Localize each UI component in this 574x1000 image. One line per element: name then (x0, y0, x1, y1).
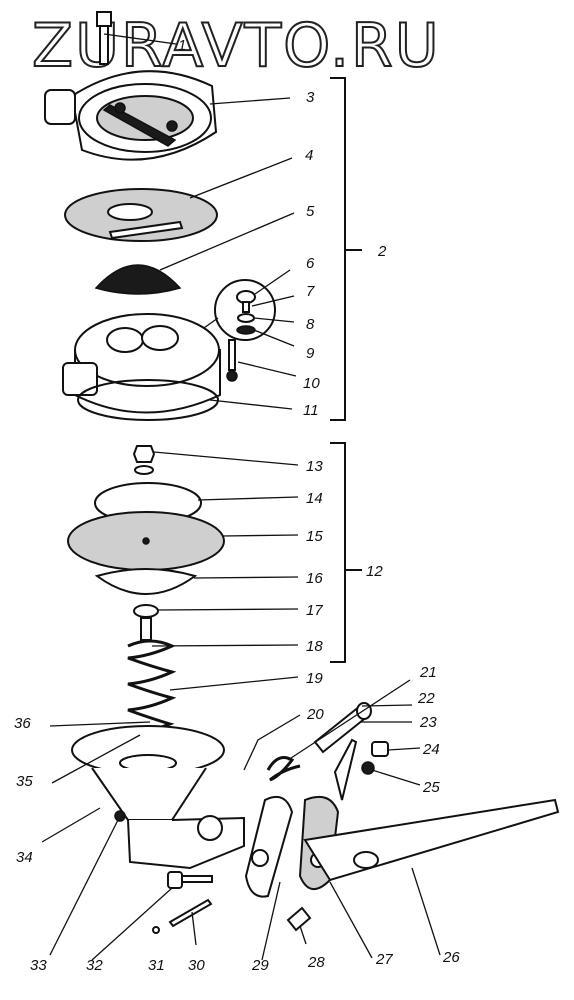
part-27-29-lever-plates (244, 796, 373, 961)
label-19: 19 (306, 670, 323, 687)
label-25: 25 (422, 779, 440, 796)
label-29: 29 (251, 957, 269, 974)
part-16-lower-plate (94, 568, 299, 595)
part-15-diaphragm (67, 511, 299, 571)
part-34-lower-housing (41, 721, 245, 956)
part-3-top-cover (44, 70, 291, 161)
label-17: 17 (306, 602, 323, 619)
label-16: 16 (306, 570, 323, 587)
part-13-nut (132, 445, 299, 475)
label-4: 4 (305, 147, 313, 164)
label-7: 7 (306, 283, 315, 300)
label-10: 10 (303, 375, 320, 392)
callout-labels: 1 2 3 4 5 6 7 8 9 10 11 12 13 14 15 16 1… (14, 37, 460, 974)
part-4-gasket (64, 157, 293, 242)
label-36: 36 (14, 715, 31, 732)
label-14: 14 (306, 490, 323, 507)
label-1: 1 (178, 37, 186, 54)
label-35: 35 (16, 773, 33, 790)
part-18-19-rod-spring (127, 617, 299, 736)
part-24-25-plug (361, 741, 421, 786)
label-13: 13 (306, 458, 323, 475)
label-5: 5 (306, 203, 315, 220)
label-33: 33 (30, 957, 47, 974)
label-21: 21 (419, 664, 437, 681)
bracket-12 (330, 442, 362, 663)
label-3: 3 (306, 89, 315, 106)
bracket-2 (330, 77, 362, 421)
part-5-filter-screen (94, 212, 295, 295)
label-24: 24 (422, 741, 440, 758)
label-31: 31 (148, 957, 165, 974)
part-26-lever-arm (303, 798, 560, 956)
part-20-spring (243, 714, 301, 782)
part-28-bushing (286, 906, 312, 945)
watermark-text: ZURAVTO.RU (32, 11, 441, 81)
label-2: 2 (377, 243, 387, 260)
label-9: 9 (306, 345, 315, 362)
label-28: 28 (307, 954, 325, 971)
label-34: 34 (16, 849, 33, 866)
label-27: 27 (375, 951, 393, 968)
part-1-bolt (96, 11, 177, 65)
label-30: 30 (188, 957, 205, 974)
label-32: 32 (86, 957, 103, 974)
label-26: 26 (442, 949, 460, 966)
part-22-23-axle (287, 679, 413, 801)
label-23: 23 (419, 714, 437, 731)
label-12: 12 (366, 563, 383, 580)
part-17-washer (133, 604, 299, 618)
label-8: 8 (306, 316, 315, 333)
label-6: 6 (306, 255, 315, 272)
part-30-32-pins (91, 871, 213, 961)
label-15: 15 (306, 528, 323, 545)
label-18: 18 (306, 638, 323, 655)
label-22: 22 (417, 690, 435, 707)
label-11: 11 (303, 402, 319, 419)
part-11-pump-body (62, 313, 293, 421)
part-10-screw (226, 339, 297, 382)
label-20: 20 (306, 706, 324, 723)
